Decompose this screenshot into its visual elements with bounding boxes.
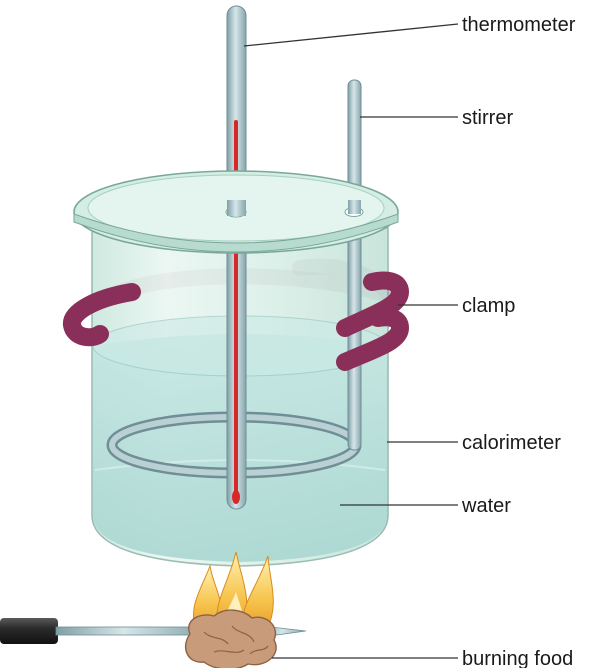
label-burning-food: burning food bbox=[462, 648, 573, 668]
label-stirrer: stirrer bbox=[462, 107, 513, 129]
clamp bbox=[63, 271, 410, 371]
burning-food bbox=[185, 609, 277, 668]
label-clamp: clamp bbox=[462, 295, 515, 317]
calorimeter-lid bbox=[73, 170, 399, 254]
leader-lines bbox=[243, 23, 459, 659]
leader-thermometer bbox=[243, 23, 459, 47]
needle-handle bbox=[0, 618, 58, 644]
label-water: water bbox=[461, 495, 511, 517]
stirrer bbox=[347, 79, 362, 451]
thermometer bbox=[226, 5, 247, 510]
label-thermometer: thermometer bbox=[462, 14, 576, 36]
labels: thermometer stirrer clamp calorimeter wa… bbox=[461, 14, 576, 668]
label-calorimeter: calorimeter bbox=[462, 432, 561, 454]
